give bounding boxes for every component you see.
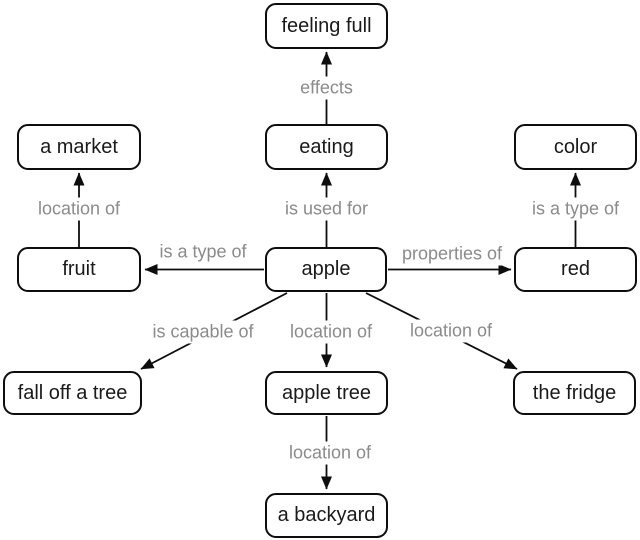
edge-label-location-of-market: location of [32,197,126,221]
edge-label-properties-of: properties of [396,242,508,266]
node-feeling-full: feeling full [265,3,388,49]
edge-label-location-of-backyard: location of [283,441,377,465]
edge-label-location-of-apple-tree: location of [284,320,378,344]
node-fall-off-a-tree: fall off a tree [3,371,142,415]
node-color: color [514,124,637,170]
node-apple: apple [265,247,387,292]
node-fruit: fruit [17,247,141,292]
edge-label-is-capable-of: is capable of [147,320,259,344]
node-the-fridge: the fridge [513,371,636,415]
node-eating: eating [265,124,388,170]
edge-label-effects: effects [295,76,358,100]
node-apple-tree: apple tree [265,371,388,415]
edge-label-is-used-for: is used for [279,197,374,221]
edge-label-is-a-type-of-color: is a type of [526,197,625,221]
edge-label-location-of-fridge: location of [404,319,498,343]
node-a-market: a market [17,124,141,170]
node-a-backyard: a backyard [265,493,388,538]
edge-label-is-a-type-of-fruit: is a type of [154,240,252,264]
node-red: red [514,247,637,292]
